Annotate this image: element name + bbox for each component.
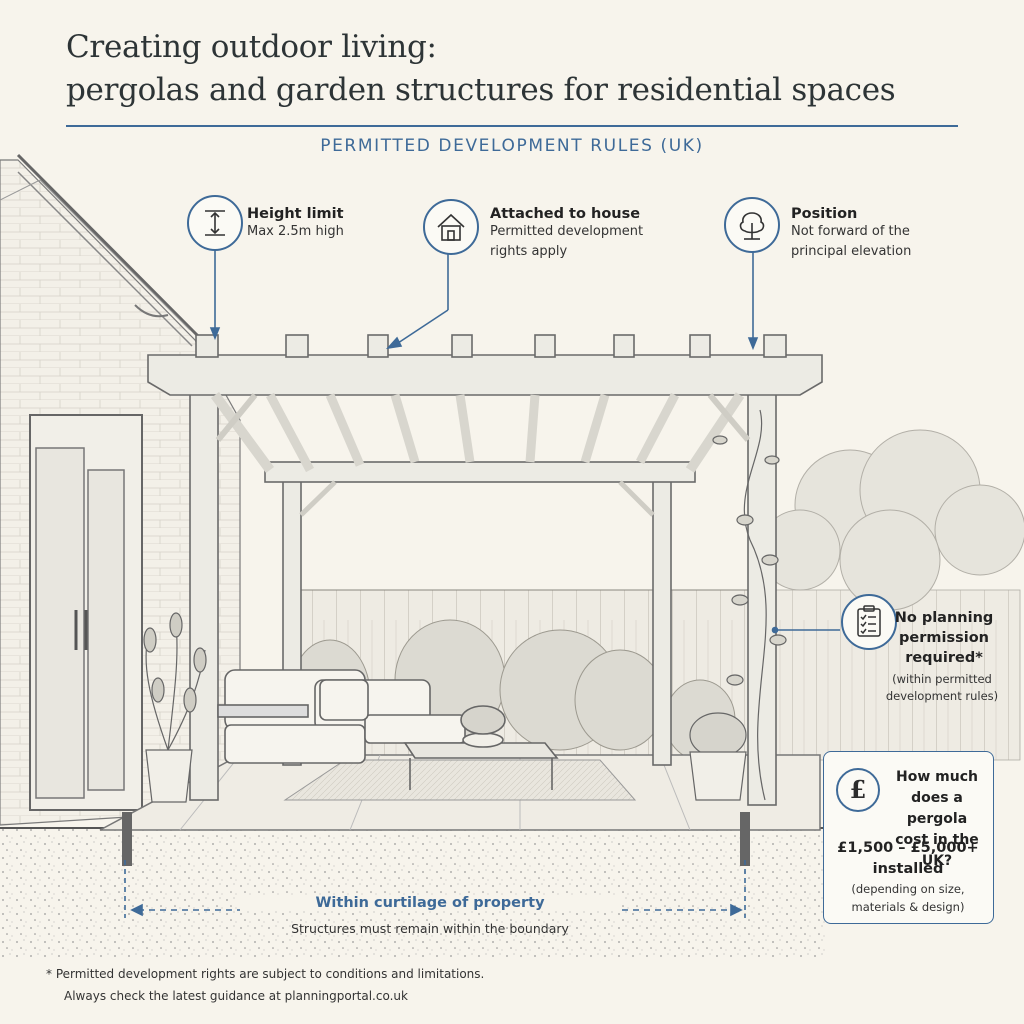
planning-note: (within permitted development rules)	[872, 671, 1012, 705]
planning-callout-badge	[841, 594, 897, 650]
pergola-structure	[147, 334, 823, 806]
position-callout-title: Position	[791, 206, 858, 222]
cost-value-1: £1,500 – £5,000+	[837, 840, 979, 856]
clipboard-checklist-icon	[857, 605, 881, 637]
position-callout-text-2: principal elevation	[791, 244, 912, 259]
title-line-2: pergolas and garden structures for resid…	[66, 72, 896, 108]
cost-question-3: cost in the UK?	[895, 832, 979, 869]
position-callout-badge	[724, 197, 780, 253]
cost-question-1: How much	[896, 769, 978, 785]
post-footing-right	[740, 812, 750, 866]
height-callout-title: Height limit	[247, 206, 344, 222]
post-footing-left	[122, 812, 132, 866]
curtilage-label: Within curtilage of property	[240, 895, 620, 911]
cost-value-2: installed	[872, 861, 944, 877]
cost-note-1: (depending on size,	[851, 882, 965, 896]
coffee-table	[403, 705, 559, 790]
gravel-ground	[0, 828, 825, 958]
height-arrows-icon	[205, 210, 225, 236]
footnote-line-2: Always check the latest guidance at plan…	[64, 989, 408, 1003]
attached-callout: Attached to house Permitted development …	[490, 206, 643, 262]
house-icon	[437, 213, 465, 241]
attached-callout-text-2: rights apply	[490, 244, 568, 259]
footnote-line-1: * Permitted development rights are subje…	[46, 967, 485, 981]
planning-note-2: development rules)	[885, 689, 999, 703]
cost-value: £1,500 – £5,000+ installed	[824, 838, 992, 880]
potted-plant-left	[143, 612, 207, 803]
height-callout-text: Max 2.5m high	[247, 224, 344, 239]
planning-note-1: (within permitted	[892, 672, 992, 686]
title-divider	[66, 125, 958, 127]
attached-callout-text-1: Permitted development	[490, 224, 644, 239]
title-line-1: Creating outdoor living:	[66, 29, 437, 65]
pound-sign-icon: £	[836, 768, 880, 812]
attached-callout-title: Attached to house	[490, 206, 641, 222]
cost-info-box: £ How much does a pergola cost in the UK…	[823, 751, 994, 924]
planning-title-3: required*	[905, 650, 983, 666]
planning-title-1: No planning	[894, 610, 994, 626]
potted-plant-right	[689, 712, 747, 801]
background-trees	[759, 429, 1024, 611]
position-callout-text-1: Not forward of the	[791, 224, 910, 239]
cost-question: How much does a pergola cost in the UK?	[880, 767, 994, 872]
section-subtitle: PERMITTED DEVELOPMENT RULES (UK)	[320, 136, 704, 156]
position-callout: Position Not forward of the principal el…	[791, 206, 911, 262]
planning-callout: No planning permission required*	[880, 608, 1008, 668]
cost-question-2: does a pergola	[906, 790, 968, 827]
house-wall	[0, 153, 241, 826]
attached-callout-badge	[423, 199, 479, 255]
curtilage-sublabel: Structures must remain within the bounda…	[291, 921, 569, 936]
cost-note-2: materials & design)	[851, 900, 965, 914]
climbing-plant	[712, 409, 787, 801]
outdoor-sofa	[217, 669, 466, 764]
planning-title-2: permission	[899, 630, 989, 646]
page-title: Creating outdoor living: pergolas and ga…	[66, 26, 986, 112]
height-callout: Height limit Max 2.5m high	[247, 206, 344, 242]
tree-icon	[739, 212, 765, 240]
footnote: * Permitted development rights are subje…	[46, 963, 746, 1007]
height-callout-badge	[187, 195, 243, 251]
cost-note: (depending on size, materials & design)	[824, 880, 992, 916]
outdoor-rug	[283, 759, 637, 801]
